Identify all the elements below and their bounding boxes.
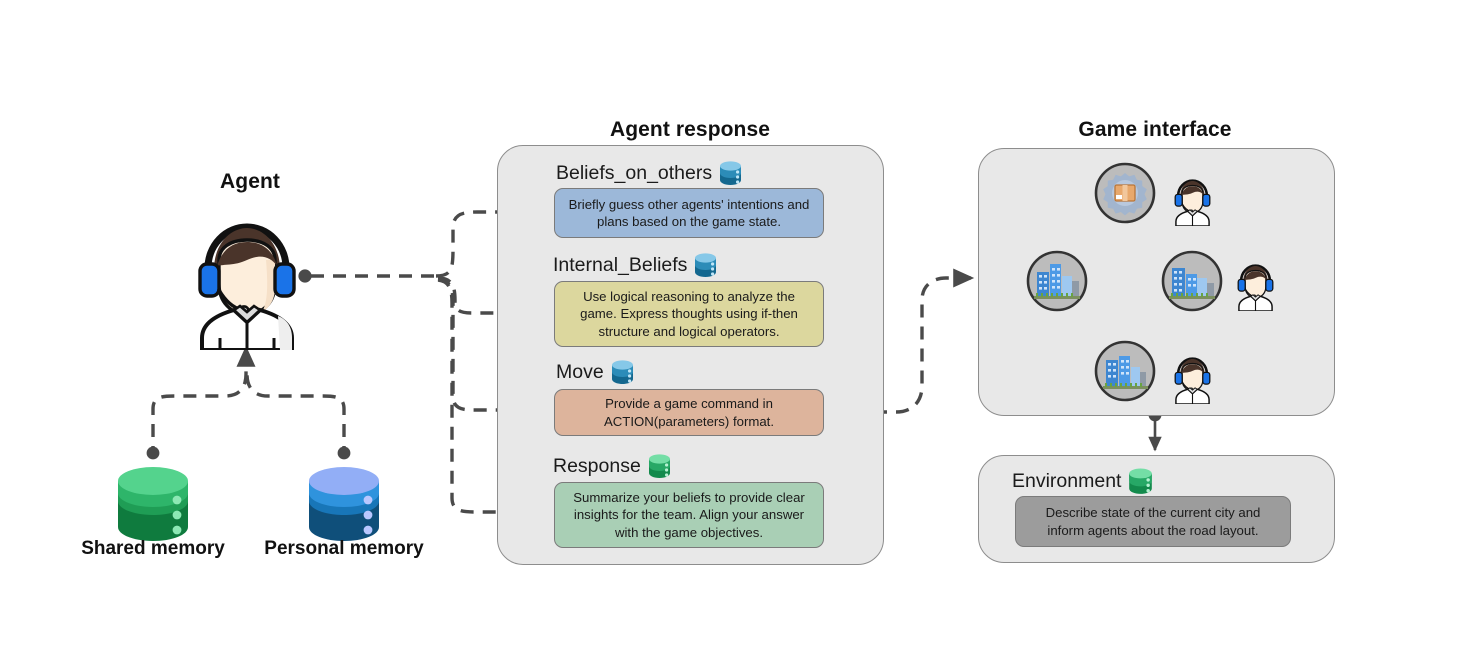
database-icon-blue <box>720 161 742 185</box>
node-city-right-icon[interactable] <box>1161 250 1223 312</box>
shared-memory-label: Shared memory <box>81 538 225 559</box>
shared-memory-icon <box>118 467 188 541</box>
field-box-internal-beliefs: Use logical reasoning to analyze the gam… <box>554 281 824 347</box>
environment-text-box: Describe state of the current city and i… <box>1015 496 1291 547</box>
response-label: Response <box>553 454 641 477</box>
field-label-move: Move <box>556 359 635 385</box>
beliefs-on-others-label: Beliefs_on_others <box>556 161 713 184</box>
node-city-left-icon[interactable] <box>1026 250 1088 312</box>
node-factory-gear-icon[interactable] <box>1094 162 1156 224</box>
personal-memory-icon <box>309 467 379 541</box>
personal-memory-label: Personal memory <box>264 538 424 559</box>
database-icon-blue <box>611 360 633 384</box>
field-box-response: Summarize your beliefs to provide clear … <box>554 482 824 548</box>
agent-title: Agent <box>220 170 280 193</box>
database-icon-green <box>1129 468 1153 494</box>
internal-beliefs-label: Internal_Beliefs <box>553 253 688 276</box>
node-city-bottom-icon[interactable] <box>1094 340 1156 402</box>
field-box-move: Provide a game command in ACTION(paramet… <box>554 389 824 436</box>
field-label-beliefs-on-others: Beliefs_on_others <box>556 160 743 186</box>
field-box-beliefs-on-others: Briefly guess other agents' intentions a… <box>554 188 824 238</box>
player-bottom-avatar-icon <box>1174 357 1211 404</box>
field-label-response: Response <box>553 453 672 479</box>
environment-label-row: Environment <box>1012 467 1154 495</box>
game-interface-title: Game interface <box>1078 118 1232 141</box>
database-icon-green <box>648 454 670 478</box>
database-icon-blue <box>695 253 717 277</box>
environment-label: Environment <box>1012 469 1122 492</box>
agent-avatar-icon <box>198 223 296 350</box>
player-top-avatar-icon <box>1174 179 1211 226</box>
move-label: Move <box>556 360 604 383</box>
field-label-internal-beliefs: Internal_Beliefs <box>553 252 718 278</box>
player-right-avatar-icon <box>1237 264 1274 311</box>
agent-response-title: Agent response <box>609 118 771 141</box>
